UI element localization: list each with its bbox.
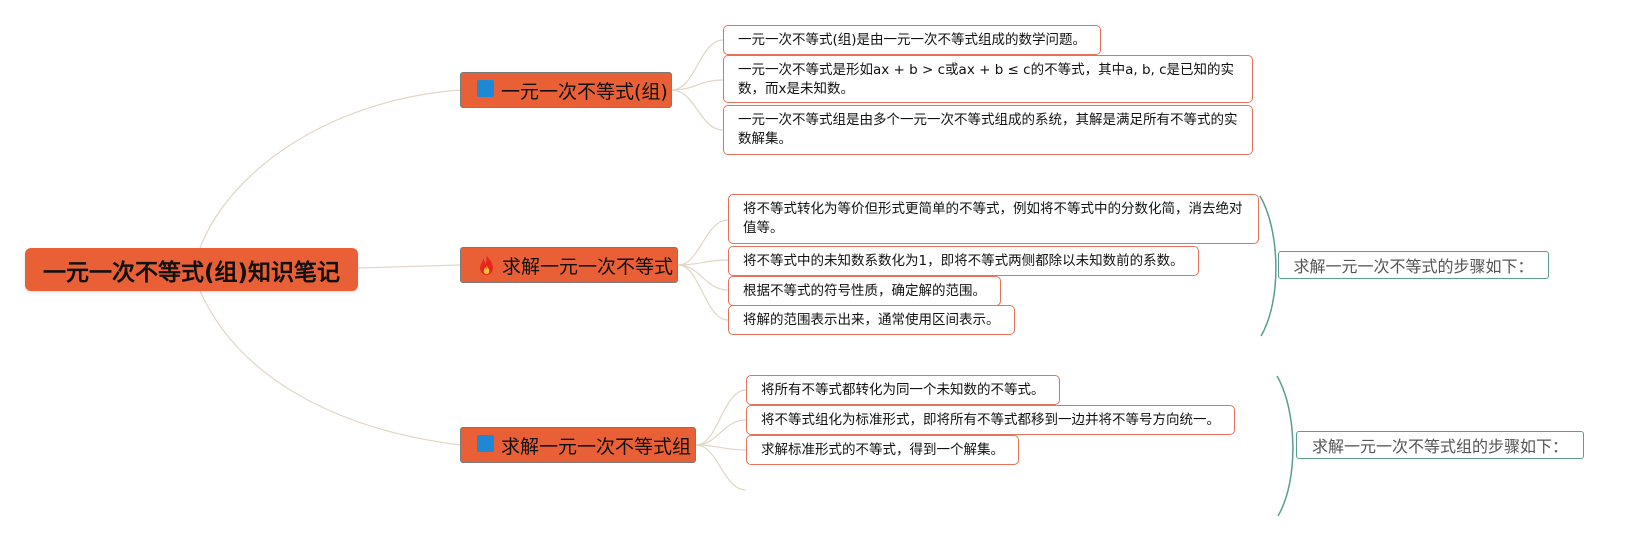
connector-b3-leaf-1 bbox=[695, 389, 747, 446]
connector-b1-leaf-2 bbox=[671, 79, 724, 91]
connector-b1-leaf-1 bbox=[671, 39, 724, 91]
summary-solve-system[interactable]: 求解一元一次不等式组的步骤如下： bbox=[1296, 431, 1584, 459]
summary-brace-3 bbox=[1276, 375, 1294, 517]
summary-brace-2 bbox=[1259, 195, 1277, 337]
summary-solve-inequality[interactable]: 求解一元一次不等式的步骤如下： bbox=[1278, 251, 1549, 279]
leaf-b2-2[interactable]: 将不等式中的未知数系数化为1，即将不等式两侧都除以未知数前的系数。 bbox=[728, 246, 1199, 276]
leaf-b1-1[interactable]: 一元一次不等式(组)是由一元一次不等式组成的数学问题。 bbox=[723, 25, 1102, 55]
leaf-b2-4[interactable]: 将解的范围表示出来，通常使用区间表示。 bbox=[728, 305, 1015, 335]
connector-b3-leaf-3 bbox=[695, 444, 747, 451]
connector-b3-leaf-2 bbox=[695, 419, 747, 446]
fire-icon bbox=[480, 254, 493, 276]
connector-root-branch-2 bbox=[357, 264, 461, 269]
connector-b2-leaf-2 bbox=[677, 259, 729, 266]
branch-label: 求解一元一次不等式 bbox=[502, 255, 674, 278]
connector-b2-leaf-3 bbox=[677, 264, 729, 291]
connector-b3-leaf-4 bbox=[695, 444, 747, 491]
connector-root-branch-1 bbox=[199, 89, 461, 249]
connector-b2-leaf-4 bbox=[677, 264, 729, 321]
leaf-b1-3[interactable]: 一元一次不等式组是由多个一元一次不等式组成的系统，其解是满足所有不等式的实数解集… bbox=[723, 105, 1253, 155]
blue-square-icon bbox=[477, 79, 494, 97]
branch-node-solve-system[interactable]: 求解一元一次不等式组 bbox=[460, 427, 696, 463]
connector-root-branch-3 bbox=[199, 290, 461, 446]
branch-label: 求解一元一次不等式组 bbox=[501, 435, 692, 458]
leaf-b1-2[interactable]: 一元一次不等式是形如ax + b > c或ax + b ≤ c的不等式，其中a,… bbox=[723, 55, 1253, 103]
blue-square-icon bbox=[477, 434, 494, 452]
branch-node-inequality[interactable]: 一元一次不等式(组) bbox=[460, 72, 672, 108]
branch-label: 一元一次不等式(组) bbox=[501, 80, 668, 103]
branch-node-solve-inequality[interactable]: 求解一元一次不等式 bbox=[460, 247, 678, 283]
leaf-b2-1[interactable]: 将不等式转化为等价但形式更简单的不等式，例如将不等式中的分数化简，消去绝对值等。 bbox=[728, 194, 1259, 244]
root-node[interactable]: 一元一次不等式(组)知识笔记 bbox=[25, 248, 358, 291]
leaf-b2-3[interactable]: 根据不等式的符号性质，确定解的范围。 bbox=[728, 276, 1001, 306]
connector-b2-leaf-1 bbox=[677, 219, 729, 266]
leaf-b3-3[interactable]: 求解标准形式的不等式，得到一个解集。 bbox=[746, 435, 1019, 465]
leaf-b3-2[interactable]: 将不等式组化为标准形式，即将所有不等式都移到一边并将不等号方向统一。 bbox=[746, 405, 1235, 435]
connector-b1-leaf-3 bbox=[671, 89, 724, 131]
leaf-b3-1[interactable]: 将所有不等式都转化为同一个未知数的不等式。 bbox=[746, 375, 1060, 405]
